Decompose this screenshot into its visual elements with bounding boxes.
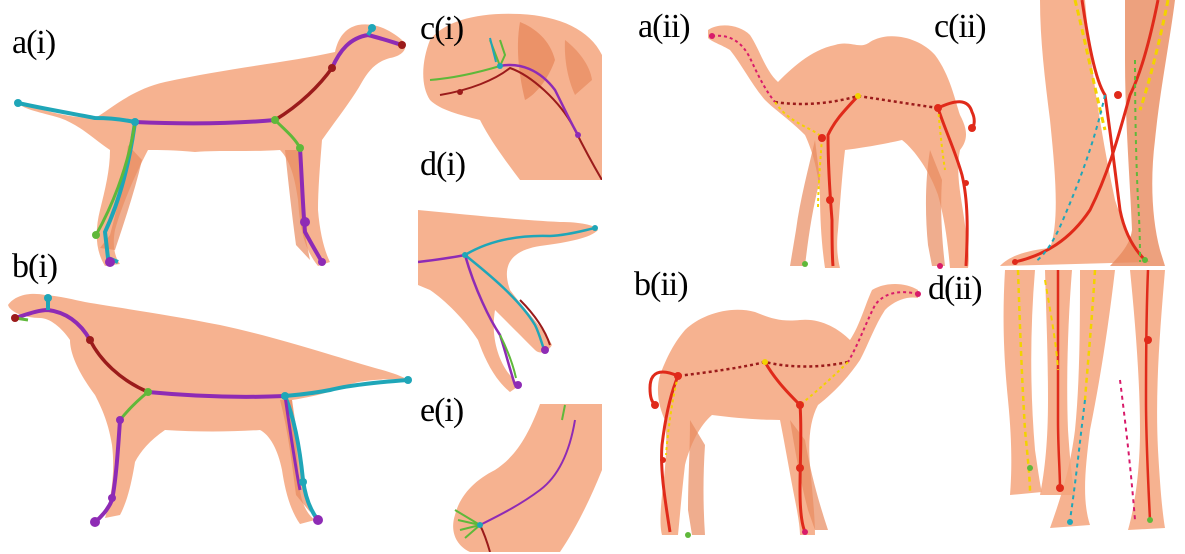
panel-label-d-i: d(i) xyxy=(420,148,465,182)
dog-b-mesh xyxy=(8,294,408,524)
panel-a-ii-camel xyxy=(708,25,976,269)
panel-label-c-i: c(i) xyxy=(420,12,463,46)
panel-label-b-i: b(i) xyxy=(12,250,57,284)
panel-b-ii-camel xyxy=(650,284,921,538)
panel-label-e-i: e(i) xyxy=(420,394,463,428)
panel-b-i-dog xyxy=(8,294,412,527)
panel-label-c-ii: c(ii) xyxy=(934,10,986,44)
dog-a-mesh xyxy=(18,24,405,266)
panel-label-b-ii: b(ii) xyxy=(634,268,688,302)
panel-d-i-hind-closeup xyxy=(418,202,600,394)
panel-a-i-dog xyxy=(14,24,406,267)
panel-c-ii-legs-closeup xyxy=(985,0,1183,266)
panel-e-i-paw-closeup xyxy=(448,404,602,552)
panel-label-a-i: a(i) xyxy=(12,26,55,60)
panel-label-d-ii: d(ii) xyxy=(928,272,982,306)
panel-d-ii-legs-closeup xyxy=(992,270,1183,552)
panel-label-a-ii: a(ii) xyxy=(638,10,690,44)
